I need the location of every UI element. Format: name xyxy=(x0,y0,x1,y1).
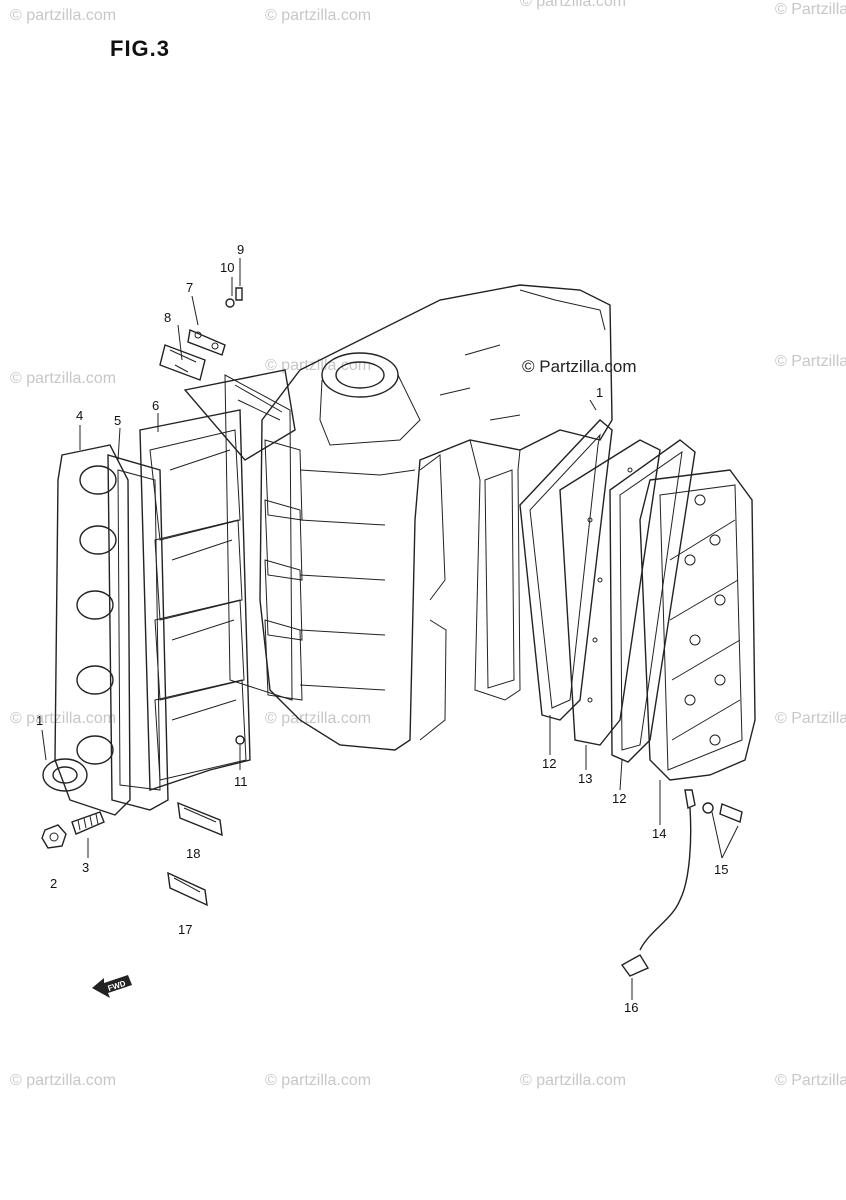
cylinder-block xyxy=(224,284,613,751)
watermark: © partzilla.com xyxy=(10,370,116,387)
watermark: © partzilla.com xyxy=(520,1072,626,1089)
stud-bolt-3 xyxy=(71,811,105,835)
watermark: © partzilla.com xyxy=(265,1072,371,1089)
nut-2 xyxy=(41,824,67,849)
label-part-18: 18 xyxy=(186,846,200,861)
part-number-labels: 1 1 2 3 4 5 6 7 8 9 10 11 12 13 12 14 15… xyxy=(36,242,728,1015)
watermark: © Partzilla.com xyxy=(775,710,846,727)
arrow-left-icon xyxy=(92,975,132,998)
watermark: © partzilla.com xyxy=(10,7,116,24)
watermark: © Partzilla.com xyxy=(775,1,846,18)
label-part-11: 11 xyxy=(234,774,248,789)
cover-plate-13 xyxy=(559,439,661,746)
label-part-12: 12 xyxy=(612,791,626,806)
label-part-14: 14 xyxy=(652,826,666,841)
watermark: © partzilla.com xyxy=(265,710,371,727)
fwd-direction-marker: FWD xyxy=(92,975,132,998)
label-part-15: 15 xyxy=(714,862,728,877)
reed-valve-assembly-6 xyxy=(139,369,296,791)
watermark: © partzilla.com xyxy=(10,710,116,727)
label-part-10: 10 xyxy=(220,260,234,275)
washer-10 xyxy=(225,298,235,308)
label-part-7: 7 xyxy=(186,280,193,295)
label-part-5: 5 xyxy=(114,413,121,428)
label-part-3: 3 xyxy=(82,860,89,875)
label-part-17: 17 xyxy=(178,922,192,937)
gasket-8 xyxy=(159,344,206,381)
watermark-center: © Partzilla.com xyxy=(522,357,637,376)
watermark: © Partzilla.com xyxy=(775,1072,846,1089)
watermark: © partzilla.com xyxy=(10,1072,116,1089)
screw-9 xyxy=(235,287,243,301)
watermark: © partzilla.com xyxy=(520,0,626,10)
exhaust-cover-14 xyxy=(639,469,756,781)
watermark: © partzilla.com xyxy=(265,7,371,24)
label-part-9: 9 xyxy=(237,242,244,257)
label-part-8: 8 xyxy=(164,310,171,325)
leader-lines xyxy=(41,258,739,1000)
label-part-4: 4 xyxy=(76,408,83,423)
bolt-11 xyxy=(235,735,245,770)
cover-gasket-12 xyxy=(519,419,613,721)
label-part-12: 12 xyxy=(542,756,556,771)
watermark: © Partzilla.com xyxy=(775,353,846,370)
watermark: © partzilla.com xyxy=(265,357,371,374)
label-part-1: 1 xyxy=(596,385,603,400)
label-part-6: 6 xyxy=(152,398,159,413)
figure-title: FIG.3 xyxy=(110,36,171,61)
watermark-layer: © partzilla.com © partzilla.com © partzi… xyxy=(10,0,846,1089)
bolt-15 xyxy=(702,802,743,823)
label-part-16: 16 xyxy=(624,1000,638,1015)
bracket-18 xyxy=(177,801,223,837)
label-part-13: 13 xyxy=(578,771,592,786)
label-part-2: 2 xyxy=(50,876,57,891)
manifold-gasket-5 xyxy=(107,454,169,811)
ground-lead-16 xyxy=(620,789,696,977)
cover-gasket-12-outer xyxy=(609,439,696,763)
stopper-plate-7 xyxy=(187,329,226,356)
label-part-1: 1 xyxy=(36,713,43,728)
intake-manifold-4 xyxy=(42,444,131,816)
fwd-label: FWD xyxy=(107,979,127,993)
bracket-17 xyxy=(167,871,208,907)
